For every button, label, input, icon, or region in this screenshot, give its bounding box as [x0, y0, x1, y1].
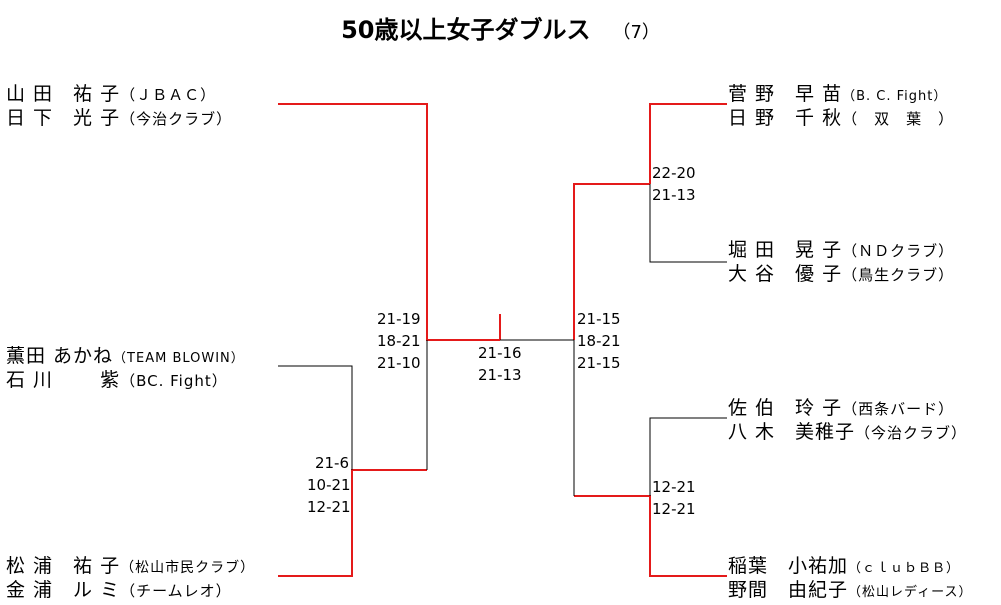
path-left-bottom-winner	[278, 469, 427, 577]
player-left-5: 松 浦 祐 子（松山市民クラブ）	[6, 555, 256, 577]
score-right-top: 22-20 21-13	[652, 164, 696, 204]
bracket-number: （7）	[612, 22, 660, 43]
loser-path-lines	[278, 184, 727, 496]
player-right-2: 日 野 千 秋（ 双 葉 ）	[728, 107, 955, 129]
path-right-top-team	[649, 103, 727, 184]
path-left-mid-team	[278, 365, 353, 470]
player-right-1: 菅 野 早 苗（B. C. Fight）	[728, 83, 948, 105]
player-right-6: 八 木 美稚子（今治クラブ）	[728, 421, 968, 443]
winner-path-lines	[278, 103, 727, 577]
player-right-7: 稲葉 小祐加（ｃｌｕｂＢＢ）	[728, 555, 961, 577]
score-final: 21-16 21-13	[478, 344, 522, 384]
page-title: 50歳以上女子ダブルス（7）	[341, 16, 660, 44]
path-right-bottom-winner	[574, 495, 727, 577]
player-left-6: 金 浦 ル ミ（チームレオ）	[6, 579, 232, 601]
path-right-second-team	[649, 184, 727, 263]
player-left-4: 石 川 紫（BC. Fight）	[6, 369, 228, 391]
path-right-top-winner	[573, 183, 650, 340]
player-right-8: 野間 由紀子（松山レディース）	[728, 579, 973, 601]
player-right-5: 佐 伯 玲 子（西条バード）	[728, 397, 955, 419]
score-right-bottom: 12-21 12-21	[652, 478, 696, 518]
score-left-semifinal: 21-6 10-21 12-21	[307, 454, 351, 516]
player-right-4: 大 谷 優 子（鳥生クラブ）	[728, 263, 955, 285]
score-left-final: 21-19 18-21 21-10	[377, 310, 421, 372]
player-left-2: 日 下 光 子（今治クラブ）	[6, 107, 233, 129]
player-left-1: 山 田 祐 子（ＪＢＡＣ）	[6, 83, 217, 105]
path-right-third-team	[649, 417, 727, 496]
player-right-3: 堀 田 晃 子（ＮＤクラブ）	[728, 239, 955, 261]
player-left-3: 薫田 あかね（TEAM BLOWIN）	[6, 345, 245, 367]
score-right-final: 21-15 18-21 21-15	[577, 310, 621, 372]
path-left-top-winner	[278, 103, 500, 341]
